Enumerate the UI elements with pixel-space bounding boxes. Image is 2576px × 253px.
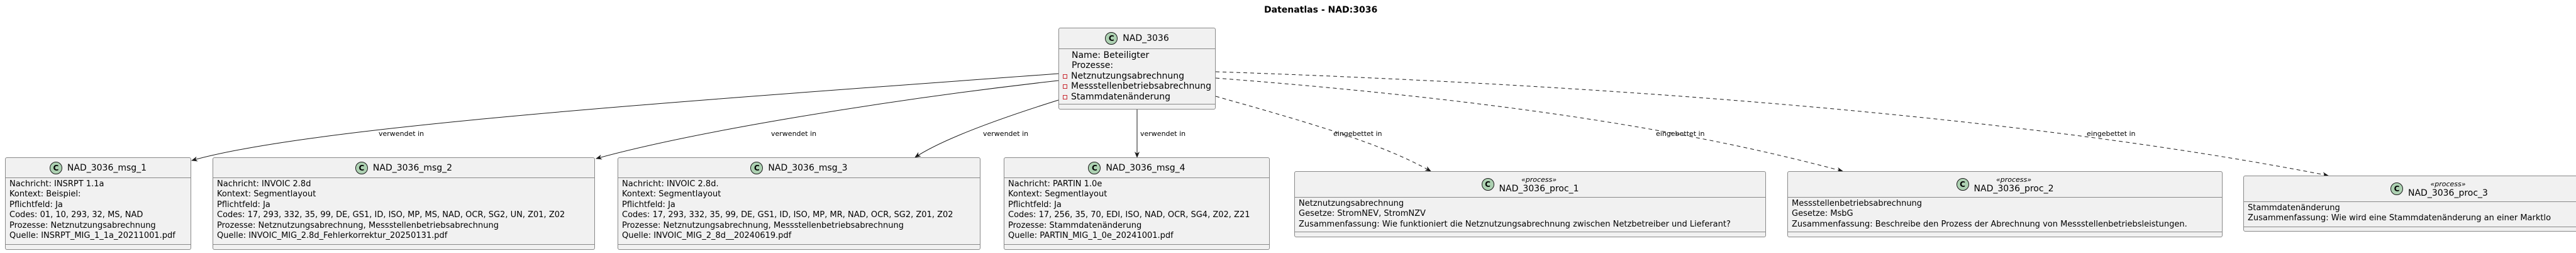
msg-line: Quelle: INVOIC_MIG_2.8d_Fehlerkorrektur_… — [217, 231, 448, 241]
class-proc-1[interactable]: C «process»NAD_3036_proc_1 Netznutzungsab… — [1294, 171, 1766, 237]
msg-line: Prozesse: Netznutzungsabrechnung, Messst… — [622, 220, 904, 230]
private-square-icon — [1063, 84, 1067, 89]
class-name: NAD_3036_msg_2 — [372, 162, 453, 173]
msg-line: Prozesse: Stammdatenänderung — [1008, 220, 1142, 230]
class-spot-icon: C — [2390, 183, 2403, 195]
edge-msg-1 — [191, 73, 1059, 162]
edge-label-msg-2: verwendet in — [771, 130, 817, 138]
proc-line: Stammdatenänderung — [2248, 203, 2340, 213]
private-square-icon — [1063, 74, 1067, 79]
edge-label-msg-4: verwendet in — [1140, 130, 1186, 138]
attr-line: Prozesse: — [1072, 60, 1114, 71]
msg-line: Nachricht: PARTIN 1.0e — [1008, 179, 1102, 189]
class-spot-icon: C — [1088, 161, 1101, 174]
msg-line: Pflichtfeld: Ja — [9, 200, 63, 210]
msg-line: Kontext: Segmentlayout — [1008, 189, 1108, 200]
edge-msg-2 — [596, 80, 1059, 160]
edge-proc-2 — [1215, 77, 1843, 172]
class-spot-icon: C — [1481, 178, 1494, 191]
class-spot-icon: C — [1956, 178, 1969, 191]
msg-line: Prozesse: Netznutzungsabrechnung — [9, 220, 156, 230]
member-item: Stammdatenänderung — [1063, 92, 1215, 102]
class-msg-4[interactable]: C NAD_3036_msg_4 Nachricht: PARTIN 1.0e K… — [1004, 157, 1270, 250]
edge-label-proc-1: eingebettet in — [1333, 130, 1382, 138]
msg-line: Quelle: PARTIN_MIG_1_0e_20241001.pdf — [1008, 231, 1174, 241]
msg-line: Quelle: INSRPT_MIG_1_1a_20211001.pdf — [9, 231, 175, 241]
class-proc-2[interactable]: C «process»NAD_3036_proc_2 Messstellenbet… — [1787, 171, 2223, 237]
msg-line: Codes: 01, 10, 293, 32, MS, NAD — [9, 210, 143, 220]
class-nad-3036[interactable]: C NAD_3036 Name: Beteiligter Prozesse: N… — [1058, 28, 1216, 110]
class-name: NAD_3036_proc_2 — [1974, 184, 2054, 194]
msg-line: Nachricht: INSRPT 1.1a — [9, 179, 104, 189]
class-name: NAD_3036_msg_1 — [67, 162, 147, 173]
msg-line: Kontext: Segmentlayout — [217, 189, 316, 200]
class-name: NAD_3036 — [1123, 33, 1169, 43]
stereotype: «process» — [2430, 180, 2466, 188]
class-msg-2[interactable]: C NAD_3036_msg_2 Nachricht: INVOIC 2.8d K… — [213, 157, 595, 250]
proc-line: Messstellenbetriebsabrechnung — [1792, 199, 1923, 208]
msg-line: Prozesse: Netznutzungsabrechnung, Messst… — [217, 220, 499, 230]
private-square-icon — [1063, 94, 1067, 99]
class-spot-icon: C — [355, 161, 368, 174]
proc-line: Zusammenfassung: Beschreibe den Prozess … — [1792, 219, 2187, 229]
attr-line: Name: Beteiligter — [1072, 50, 1150, 60]
msg-line: Kontext: Segmentlayout — [622, 189, 721, 200]
class-header: C NAD_3036 — [1059, 28, 1215, 49]
msg-line: Codes: 17, 293, 332, 35, 99, DE, GS1, ID… — [622, 210, 953, 220]
msg-line: Quelle: INVOIC_MIG_2_8d__20240619.pdf — [622, 231, 792, 241]
class-body: Name: Beteiligter Prozesse: Netznutzungs… — [1059, 49, 1215, 104]
edge-label-proc-2: eingebettet in — [1656, 130, 1705, 138]
class-spot-icon: C — [49, 161, 62, 174]
edge-label-msg-1: verwendet in — [379, 130, 425, 138]
diagram-title: Datenatlas - NAD:3036 — [1264, 5, 1378, 15]
class-name: NAD_3036_msg_3 — [768, 162, 848, 173]
edge-label-msg-3: verwendet in — [983, 130, 1029, 138]
class-spot-icon: C — [1105, 32, 1118, 45]
edge-msg-3 — [914, 99, 1059, 158]
class-name: NAD_3036_msg_4 — [1106, 162, 1185, 173]
edge-proc-3 — [1215, 71, 2329, 177]
edge-proc-1 — [1215, 96, 1431, 172]
msg-line: Kontext: Beispiel: — [9, 189, 81, 200]
member-item: Netznutzungsabrechnung — [1063, 71, 1215, 81]
class-proc-3[interactable]: C «process»NAD_3036_proc_3 Stammdatenände… — [2243, 176, 2576, 232]
msg-line: Codes: 17, 256, 35, 70, EDI, ISO, NAD, O… — [1008, 210, 1250, 220]
proc-line: Zusammenfassung: Wie funktioniert die Ne… — [1299, 219, 1731, 229]
proc-line: Netznutzungsabrechnung — [1299, 199, 1404, 208]
class-name: NAD_3036_proc_1 — [1499, 184, 1579, 194]
edge-label-proc-3: eingebettet in — [2087, 130, 2136, 138]
msg-line: Nachricht: INVOIC 2.8d. — [622, 179, 719, 189]
proc-line: Gesetze: MsbG — [1792, 209, 1853, 219]
proc-line: Gesetze: StromNEV, StromNZV — [1299, 209, 1426, 219]
class-msg-1[interactable]: C NAD_3036_msg_1 Nachricht: INSRPT 1.1a K… — [5, 157, 191, 250]
stereotype: «process» — [1521, 176, 1557, 184]
member-item: Messstellenbetriebsabrechnung — [1063, 81, 1215, 91]
class-name: NAD_3036_proc_3 — [2408, 188, 2488, 198]
msg-line: Nachricht: INVOIC 2.8d — [217, 179, 311, 189]
stereotype: «process» — [1996, 176, 2032, 184]
msg-line: Codes: 17, 293, 332, 35, 99, DE, GS1, ID… — [217, 210, 565, 220]
msg-line: Pflichtfeld: Ja — [217, 200, 270, 210]
class-spot-icon: C — [750, 161, 763, 174]
msg-line: Pflichtfeld: Ja — [1008, 200, 1062, 210]
proc-line: Zusammenfassung: Wie wird eine Stammdate… — [2248, 213, 2551, 223]
msg-line: Pflichtfeld: Ja — [622, 200, 675, 210]
